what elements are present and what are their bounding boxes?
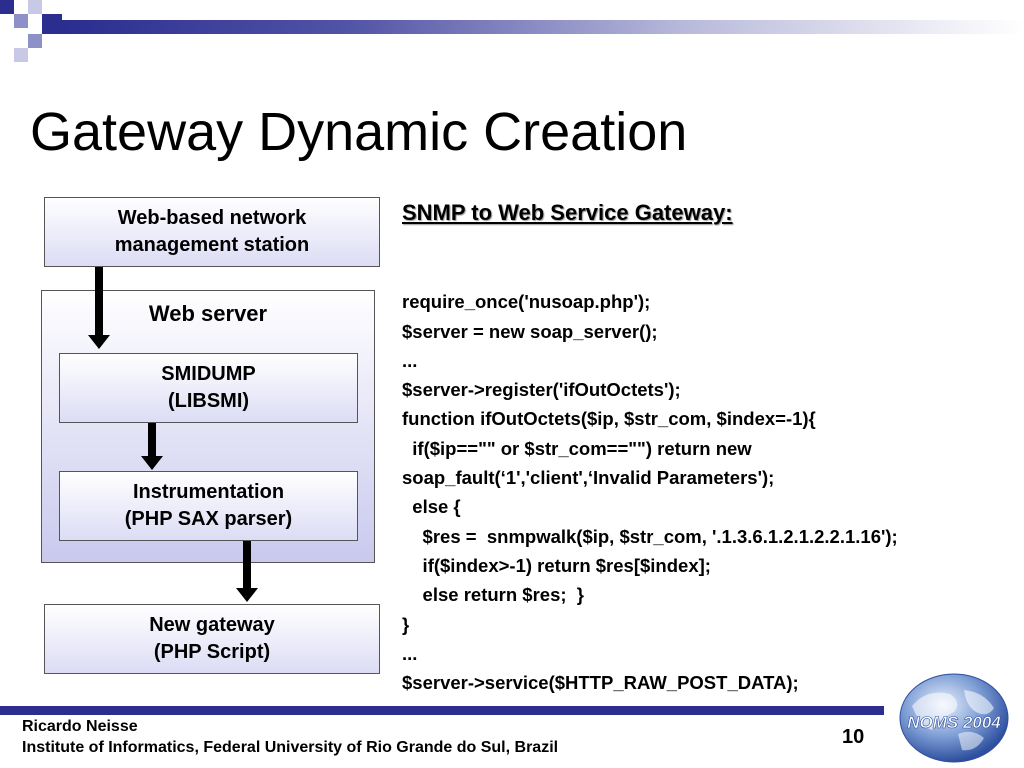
logo-text: NOMS 2004 — [907, 713, 1001, 732]
footer-institution: Institute of Informatics, Federal Univer… — [22, 739, 559, 756]
station-box: Web-based network management station — [44, 197, 380, 267]
instrumentation-line2: (PHP SAX parser) — [124, 508, 293, 530]
header-bar — [62, 20, 1024, 34]
new-gateway-line1: New gateway — [149, 614, 275, 636]
new-gateway-line2: (PHP Script) — [153, 641, 271, 663]
code-block: require_once('nusoap.php'); $server = new… — [402, 258, 898, 727]
station-line1: Web-based network — [117, 207, 307, 229]
code-heading: SNMP to Web Service Gateway: — [402, 200, 733, 225]
deco-square — [28, 34, 42, 48]
deco-square — [28, 0, 42, 14]
code-line: } — [402, 613, 410, 635]
new-gateway-box: New gateway (PHP Script) — [44, 604, 380, 674]
footer-author: Ricardo Neisse — [22, 718, 138, 735]
code-line: $server->register('ifOutOctets'); — [402, 379, 681, 401]
code-line: $server->service($HTTP_RAW_POST_DATA); — [402, 672, 799, 694]
smidump-box: SMIDUMP (LIBSMI) — [59, 353, 358, 423]
code-line: ... — [402, 349, 418, 371]
footer-bar — [0, 706, 884, 715]
instrumentation-line1: Instrumentation — [132, 481, 285, 503]
code-line: require_once('nusoap.php'); — [402, 291, 651, 313]
deco-square — [14, 48, 28, 62]
code-line: $res = snmpwalk($ip, $str_com, '.1.3.6.1… — [402, 525, 898, 547]
code-line: if($ip=="" or $str_com=="") return new — [402, 437, 752, 459]
noms-globe-logo: NOMS 2004 — [899, 673, 1009, 763]
smidump-line1: SMIDUMP — [161, 363, 256, 385]
web-server-label: Web server — [148, 301, 268, 326]
page-number: 10 — [842, 726, 865, 748]
station-line2: management station — [114, 234, 310, 256]
code-line: soap_fault(‘1','client',‘Invalid Paramet… — [402, 467, 775, 489]
smidump-line2: (LIBSMI) — [167, 390, 250, 412]
instrumentation-box: Instrumentation (PHP SAX parser) — [59, 471, 358, 541]
code-line: ... — [402, 642, 418, 664]
code-line: else { — [402, 496, 461, 518]
code-line: function ifOutOctets($ip, $str_com, $ind… — [402, 408, 816, 430]
slide-title: Gateway Dynamic Creation — [30, 102, 688, 162]
deco-square — [14, 14, 28, 28]
code-line: $server = new soap_server(); — [402, 320, 658, 342]
code-line: if($index>-1) return $res[$index]; — [402, 554, 711, 576]
deco-square — [42, 14, 62, 34]
code-line: else return $res; } — [402, 584, 585, 606]
deco-square — [0, 0, 14, 14]
